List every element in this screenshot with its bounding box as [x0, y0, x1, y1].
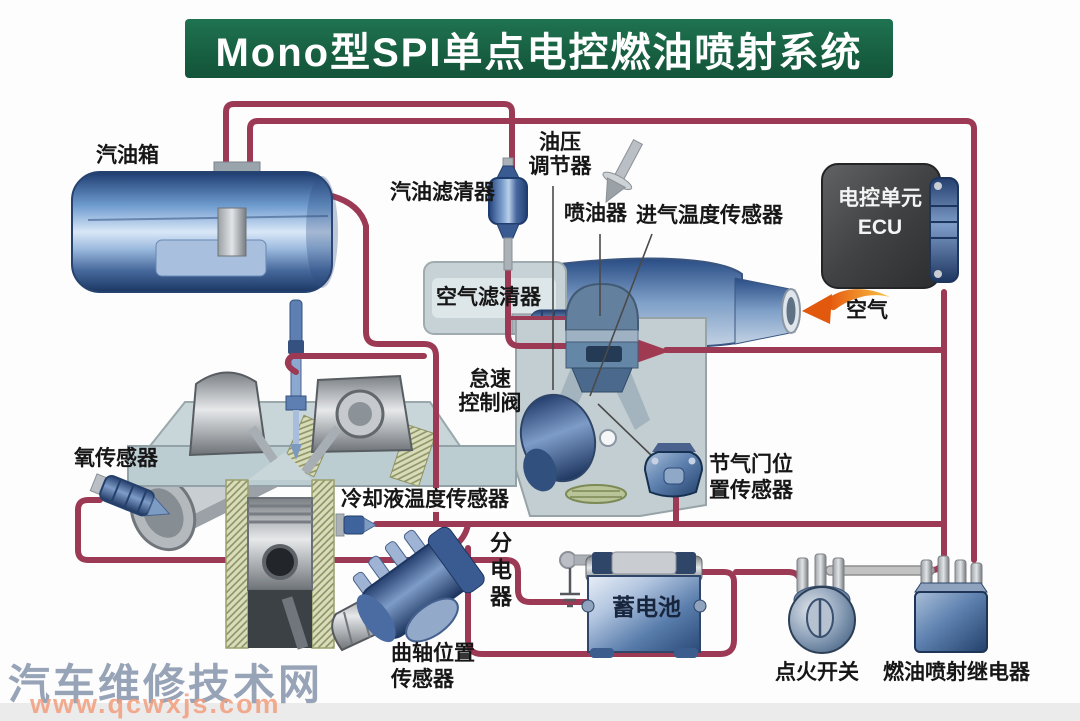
fuel-supply-line: [223, 101, 515, 179]
tank-to-bus-line: [329, 193, 439, 527]
ignition-feed-wire: [733, 569, 803, 597]
air-flow-arrow: [802, 289, 890, 324]
label-idle-valve: 怠速 控制阀: [458, 368, 522, 415]
label-intake-air-temp-sensor: 进气温度传感器: [636, 204, 783, 227]
leader-lines: [552, 186, 653, 457]
spark-plug: [285, 299, 307, 460]
watermark-site-url: www.qcwxjs.com: [30, 689, 281, 719]
distributor-pickup: [405, 597, 459, 643]
battery-loop-wire: [465, 545, 737, 657]
page-title: Mono型SPI单点电控燃油喷射系统: [215, 30, 863, 75]
label-injector: 喷油器: [564, 202, 627, 225]
tps-graphic: [643, 443, 704, 498]
label-fuel-injection-relay: 燃油喷射继电器: [883, 661, 1030, 684]
distributor-graphic: [352, 526, 485, 643]
label-pressure-regulator: 油压 调节器: [528, 131, 592, 178]
title-banner: Mono型SPI单点电控燃油喷射系统: [185, 19, 893, 78]
watermark-site-name: 汽车维修技术网: [8, 661, 324, 708]
label-air-cleaner: 空气滤清器: [436, 286, 541, 309]
coolant-sensor-graphic: [335, 513, 377, 537]
ecu-connector: [929, 177, 959, 283]
label-crank-position-sensor: 曲轴位置 传感器: [391, 642, 475, 691]
label-fuel-tank: 汽油箱: [96, 144, 159, 167]
label-distributor: 分电器: [487, 531, 512, 612]
oxygen-sensor-graphic: [89, 473, 171, 517]
cylinder-wall-left: [225, 479, 249, 649]
fuel-filter-graphic: [488, 157, 528, 271]
fuel-and-wiring-lines: [223, 101, 977, 657]
filter-to-injector-line: [505, 227, 603, 349]
iat-leader: [589, 233, 653, 397]
label-oxygen-sensor: 氧传感器: [74, 447, 158, 470]
label-air: 空气: [846, 299, 888, 322]
bottom-strip: [0, 703, 1080, 721]
label-throttle-position-sensor: 节气门位 置传感器: [709, 453, 793, 502]
label-fuel-filter: 汽油滤清器: [390, 181, 495, 204]
fuel-injection-relay-graphic: [914, 555, 988, 653]
fuel-tank-graphic: [71, 161, 338, 293]
label-ecu: 电控单元 ECU: [838, 187, 922, 239]
left-valve-cover: [188, 371, 268, 457]
battery-graphic: [559, 551, 707, 658]
tps-leader: [597, 403, 653, 457]
ecu-box: [821, 163, 959, 289]
injector-glyph: [602, 138, 644, 204]
fuel-return-line: [247, 118, 977, 563]
cylinder-wall-right: [311, 479, 335, 649]
label-battery: 蓄电池: [612, 594, 681, 620]
ignition-switch-graphic: [788, 553, 856, 654]
throttle-grille: [565, 484, 627, 504]
label-ignition-switch: 点火开关: [775, 661, 859, 684]
label-coolant-temp-sensor: 冷却液温度传感器: [338, 488, 512, 512]
spark-plug-wire: [284, 353, 427, 375]
